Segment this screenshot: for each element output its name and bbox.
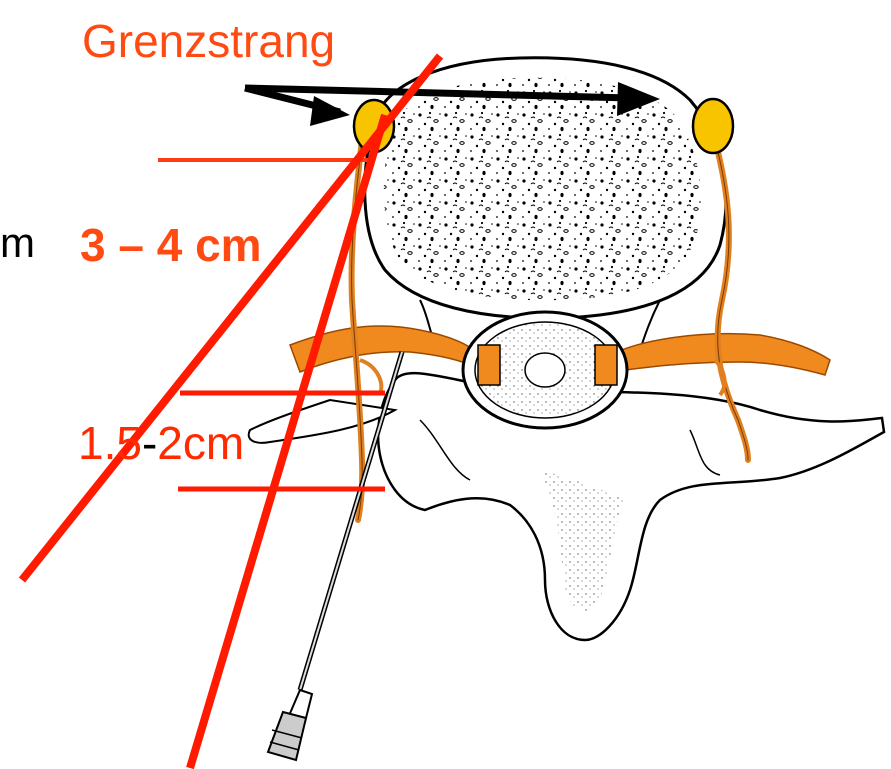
spinal-cord [525, 353, 565, 387]
distance-3-4cm-label: 3 – 4 cm [80, 222, 262, 268]
left-transverse-process [249, 400, 395, 443]
distance-2cm-part: 2cm [157, 417, 244, 469]
grenzstrang-label: Grenzstrang [82, 18, 335, 64]
distance-1-5-2cm-label: 1.5-2cm [78, 420, 244, 466]
right-ganglion [693, 99, 733, 153]
spinous-process [378, 373, 884, 640]
cropped-text-fragment: m [0, 222, 35, 264]
distance-dash: - [142, 417, 157, 469]
distance-1-5-part: 1.5 [78, 417, 142, 469]
